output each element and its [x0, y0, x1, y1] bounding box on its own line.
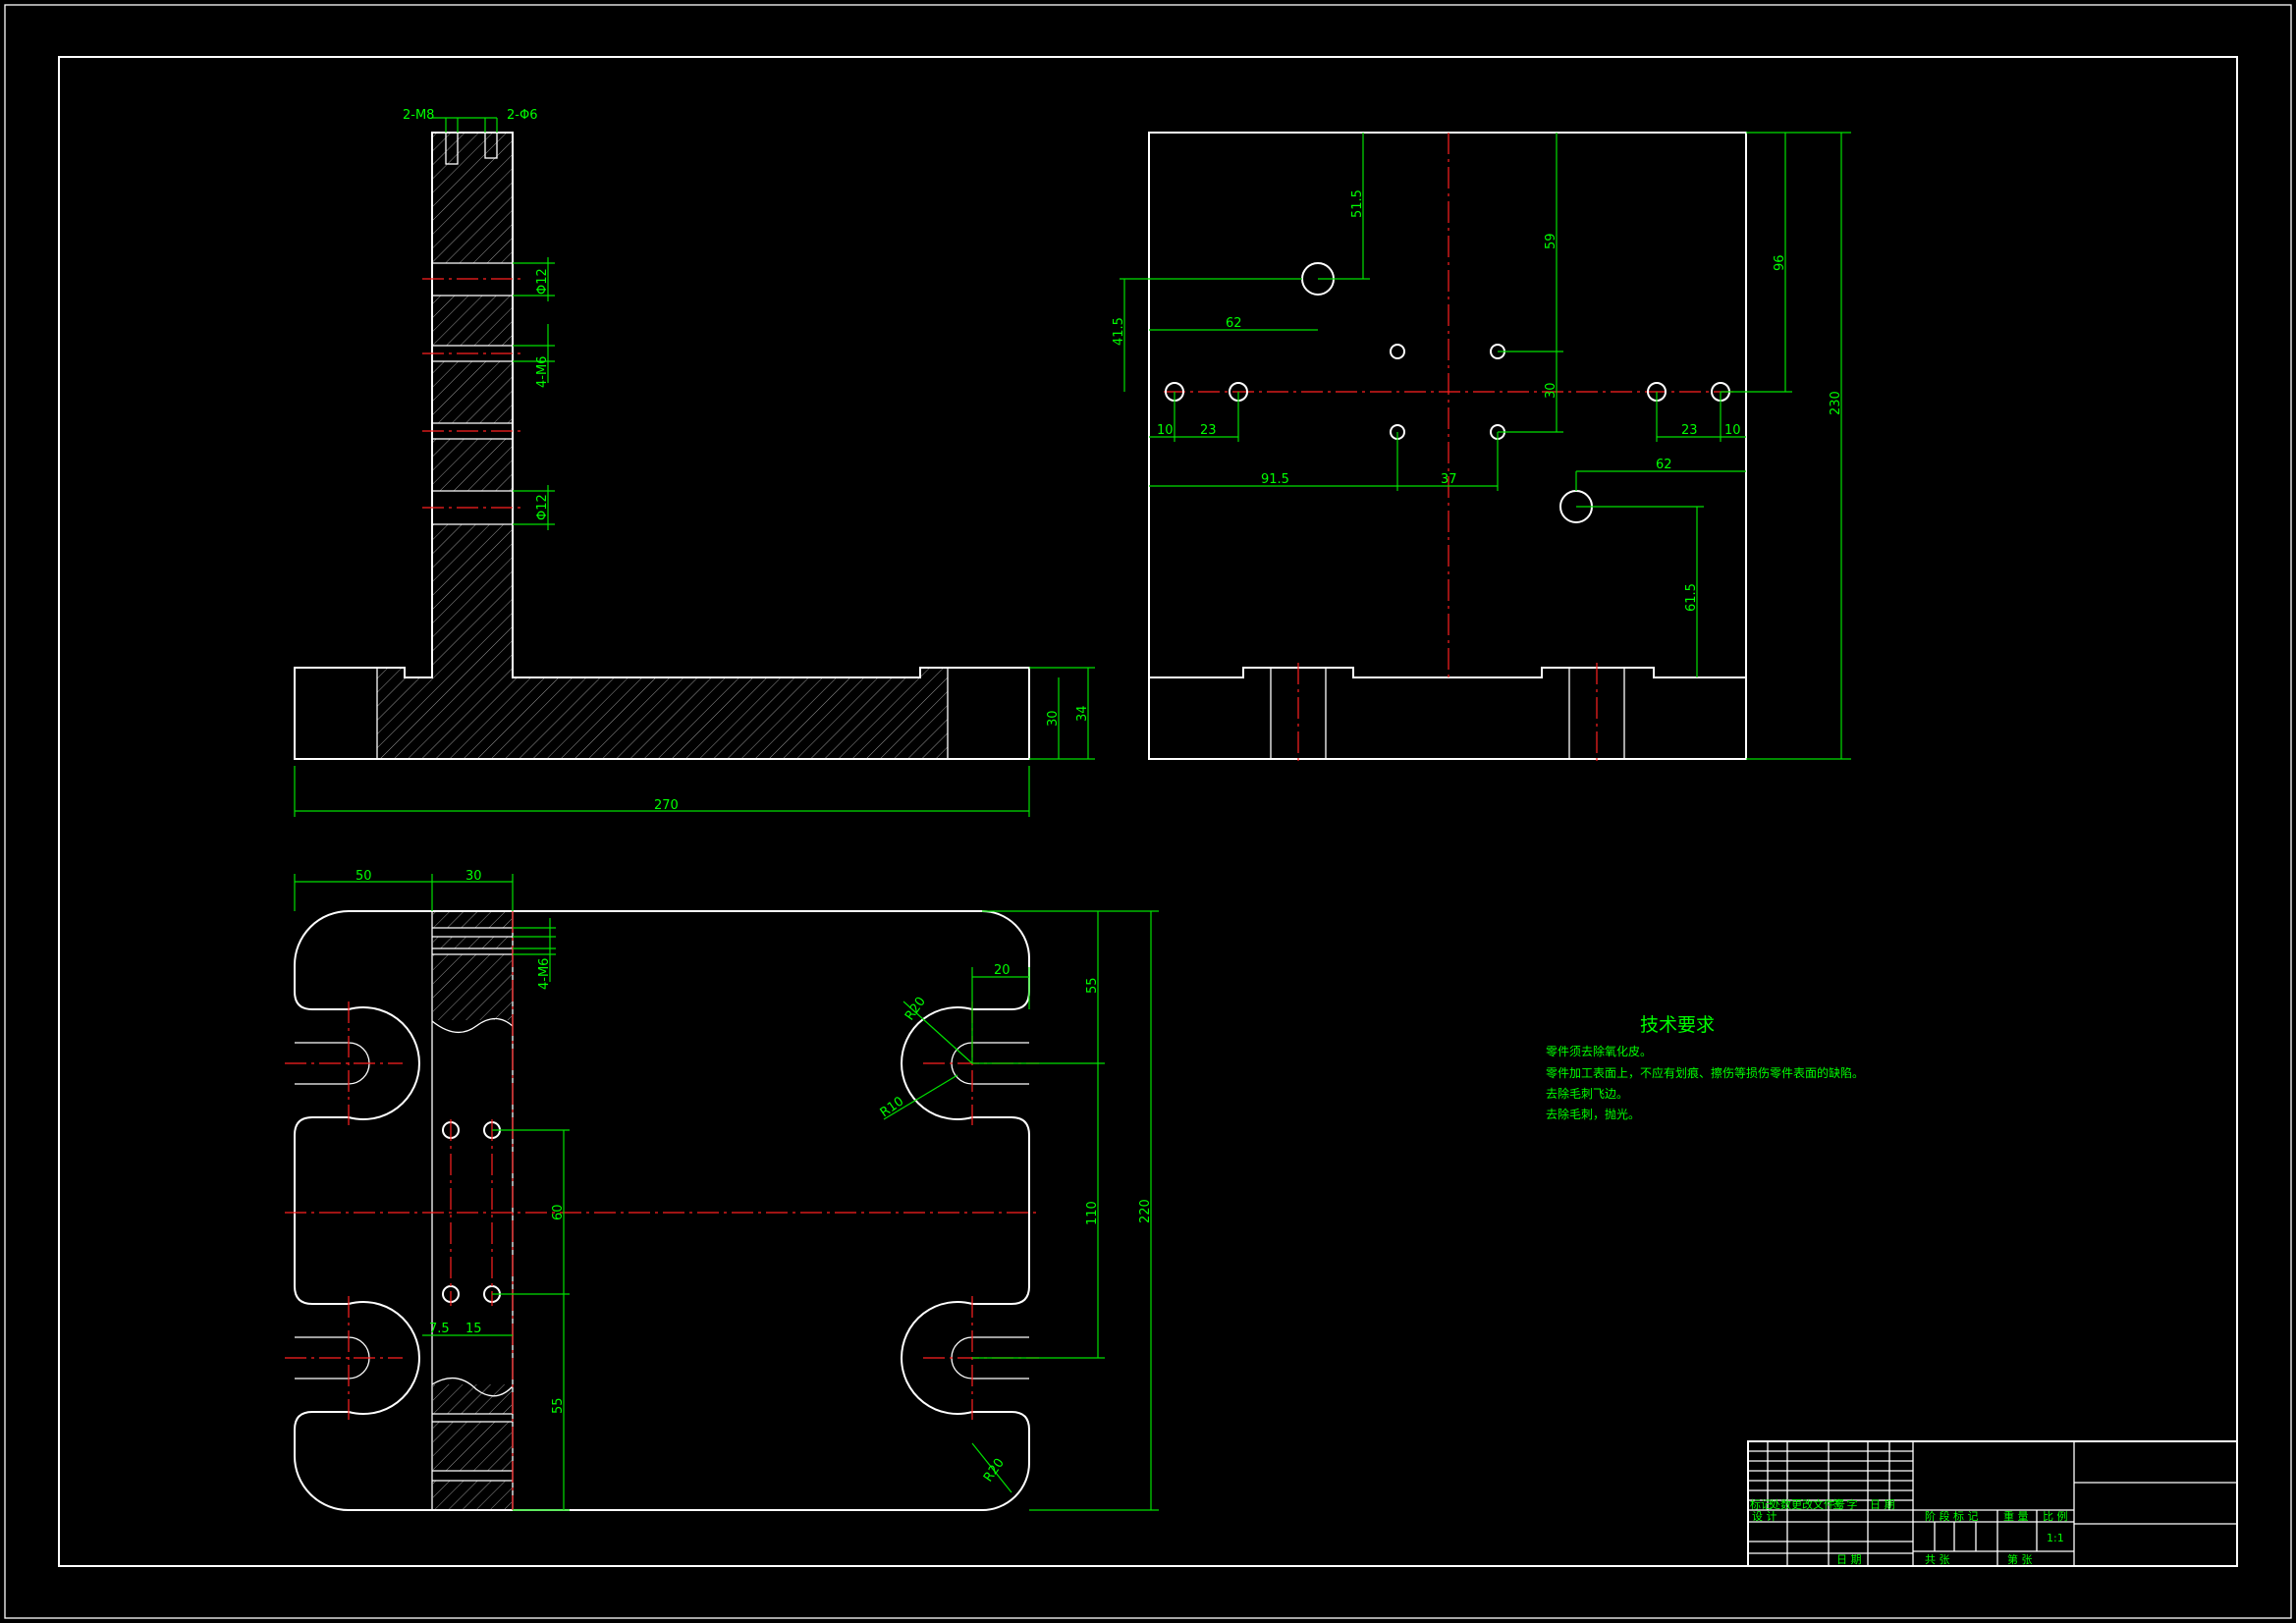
- dim-110: 110: [1085, 1201, 1100, 1225]
- dim-41-5: 41.5: [1112, 317, 1126, 346]
- inner-border: [58, 56, 2238, 1567]
- dim-hole-lower: Φ12: [535, 494, 550, 520]
- dim-top-tap-right: 2-Φ6: [507, 108, 537, 123]
- dim-r20-top: R20: [902, 995, 929, 1024]
- dim-10-left: 10: [1157, 423, 1174, 438]
- title-block: 标记 处数 更改文件号 签 字 日 期 设 计 日 期 阶 段 标 记 重 量 …: [1747, 1440, 2238, 1567]
- dim-20-top: 20: [994, 963, 1011, 978]
- dim-91-5: 91.5: [1261, 472, 1289, 487]
- dim-61-5: 61.5: [1684, 583, 1699, 612]
- sheets-label: 共 张: [1925, 1553, 1950, 1566]
- top-view: 50 30 4-M6 20 R20 R10 55 110 220 60 7.5 …: [285, 869, 1159, 1511]
- tech-req-note-2: 零件加工表面上，不应有划痕、擦伤等损伤零件表面的缺陷。: [1546, 1065, 1864, 1080]
- dim-width-270: 270: [654, 798, 679, 813]
- dim-62-left: 62: [1226, 316, 1242, 331]
- dim-30-top: 30: [465, 869, 482, 884]
- dim-height-34: 34: [1075, 705, 1090, 722]
- dim-59: 59: [1544, 233, 1558, 249]
- dim-7-5: 7.5: [429, 1322, 450, 1336]
- technical-requirements: 技术要求 零件须去除氧化皮。 零件加工表面上，不应有划痕、擦伤等损伤零件表面的缺…: [1546, 1014, 1864, 1121]
- rev-header-mark: 标记: [1750, 1497, 1772, 1511]
- dim-62-right: 62: [1656, 458, 1672, 472]
- dim-23-right: 23: [1681, 423, 1698, 438]
- front-hatch: [377, 133, 948, 759]
- scale-label: 比 例: [2043, 1509, 2068, 1523]
- sheet-label: 第 张: [2007, 1552, 2033, 1566]
- rev-header-date: 日 期: [1870, 1498, 1895, 1511]
- dim-23-left: 23: [1200, 423, 1217, 438]
- dim-15: 15: [465, 1322, 482, 1336]
- dim-top-tap-left: 2-M8: [403, 108, 434, 123]
- dim-50-top: 50: [355, 869, 372, 884]
- outer-border: [4, 4, 2292, 1619]
- dim-height-30: 30: [1046, 710, 1061, 727]
- dim-4m6-top: 4-M6: [537, 958, 552, 990]
- rev-header-count: 处数: [1770, 1498, 1791, 1511]
- rev-header-doc: 更改文件号: [1791, 1497, 1845, 1511]
- design-label: 设 计: [1752, 1510, 1777, 1523]
- dim-220: 220: [1138, 1199, 1153, 1223]
- dim-10-right: 10: [1724, 423, 1741, 438]
- dim-hole-upper: Φ12: [535, 268, 550, 295]
- tech-req-note-3: 去除毛刺飞边。: [1546, 1086, 1628, 1101]
- dim-96: 96: [1773, 254, 1787, 271]
- dim-55-upper: 55: [1085, 977, 1100, 994]
- dim-230: 230: [1829, 391, 1843, 415]
- dim-60: 60: [551, 1204, 566, 1220]
- scale-value: 1:1: [2047, 1532, 2064, 1544]
- dim-37: 37: [1441, 472, 1457, 487]
- dim-r10-top: R10: [878, 1094, 907, 1120]
- dim-51-5: 51.5: [1350, 189, 1365, 218]
- tech-req-note-1: 零件须去除氧化皮。: [1546, 1044, 1652, 1058]
- tech-req-title: 技术要求: [1640, 1014, 1715, 1036]
- dim-30-side: 30: [1544, 382, 1558, 399]
- tech-req-note-4: 去除毛刺，抛光。: [1546, 1107, 1640, 1121]
- stage-label: 阶 段 标 记: [1925, 1509, 1979, 1523]
- dim-hole-mid: 4-M6: [535, 356, 550, 388]
- weight-label: 重 量: [2003, 1509, 2029, 1523]
- front-view: 2-M8 2-Φ6 Φ12 4-M6 Φ12 30 34 270: [294, 108, 1095, 817]
- rev-header-sign: 签 字: [1832, 1497, 1858, 1511]
- date-label: 日 期: [1836, 1553, 1862, 1566]
- dim-55-lower: 55: [551, 1397, 566, 1414]
- side-view: 51.5 41.5 62 59 96 30 230 10 23 23 10 91…: [1112, 132, 1851, 766]
